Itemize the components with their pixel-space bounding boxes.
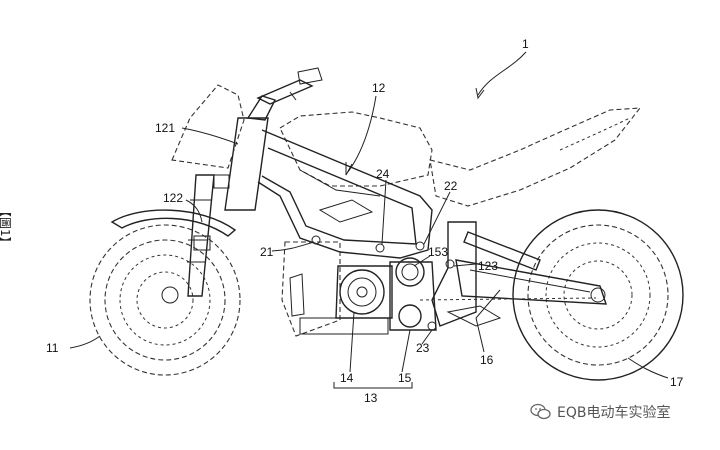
swingarm: [455, 259, 607, 305]
mounting-bolts: [311, 235, 455, 331]
label-14: 14: [340, 371, 354, 385]
seat-line: [559, 117, 631, 151]
label-22: 22: [444, 179, 458, 193]
label-16: 16: [480, 353, 494, 367]
front-fender: [110, 209, 237, 237]
swingarm-line: [469, 269, 591, 293]
rear-shock: [463, 231, 541, 271]
label-15: 15: [398, 371, 412, 385]
figure-tag: 【圖1】: [0, 205, 12, 249]
side-bracket: [289, 273, 305, 317]
label-24: 24: [376, 167, 390, 181]
label-153: 153: [428, 245, 448, 259]
watermark: EQB电动车实验室: [530, 400, 670, 424]
leader-lines: [69, 51, 669, 389]
label-122: 122: [163, 191, 183, 205]
wechat-icon: [530, 403, 551, 420]
handlebar: [246, 67, 323, 121]
label-23: 23: [416, 341, 430, 355]
label-11: 11: [46, 341, 59, 355]
lower-bracket: [446, 305, 502, 327]
label-12: 12: [372, 81, 386, 95]
motor: [335, 265, 393, 319]
label-1: 1: [522, 37, 529, 51]
under-box: [299, 317, 389, 335]
front-wheel: [89, 224, 241, 376]
main-frame: [257, 129, 433, 259]
front-cowl: [171, 84, 245, 169]
label-21: 21: [260, 245, 274, 259]
transmission: [389, 257, 437, 331]
label-121: 121: [155, 121, 175, 135]
reference-numerals: 1 12 121 122 21 24 22 153 123 11 23 16 1…: [46, 37, 684, 405]
battery-case: [281, 241, 341, 337]
front-fork: [187, 174, 215, 297]
watermark-text: EQB电动车实验室: [557, 405, 671, 421]
label-13: 13: [364, 391, 378, 405]
label-123: 123: [478, 259, 498, 273]
seat-tail: [429, 107, 642, 207]
label-17: 17: [670, 375, 684, 389]
drive-chain: [419, 297, 597, 301]
head-tube: [213, 117, 269, 211]
rear-wheel: [512, 209, 684, 381]
fuel-tank: [279, 111, 433, 187]
